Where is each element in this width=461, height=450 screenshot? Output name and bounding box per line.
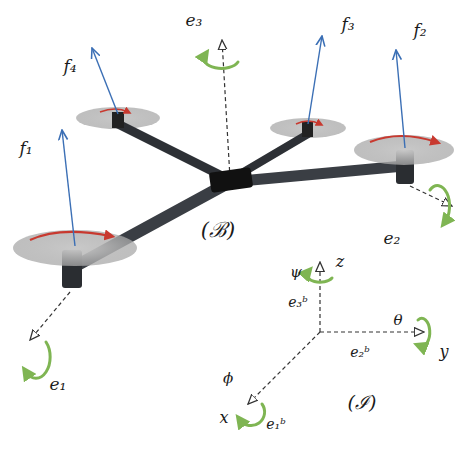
axis-label: e₃ — [186, 12, 203, 29]
axis-label: y — [439, 344, 448, 360]
angle-label: θ — [393, 313, 402, 328]
rotation-arrow — [26, 342, 50, 378]
axis-label: x — [219, 410, 228, 426]
rotation-arrow — [240, 404, 265, 426]
rotation-arrow — [307, 272, 332, 282]
axis-label: e₁ᵇ — [266, 417, 286, 431]
axis-label: e₂ᵇ — [350, 345, 370, 359]
axis-label: e₁ — [50, 376, 67, 393]
angle-label: ψ — [290, 265, 302, 280]
central-body — [209, 167, 253, 193]
thrust-vector — [308, 36, 322, 124]
thrust-vector — [92, 48, 118, 114]
e1-axis — [30, 292, 70, 340]
frame-label: (ℐ) — [348, 393, 377, 412]
motor — [112, 112, 124, 128]
rotation-arrow — [430, 186, 450, 222]
frame-label: (ℬ) — [201, 220, 235, 241]
x-axis — [248, 332, 320, 404]
motor — [302, 122, 313, 137]
rotation-arrow — [204, 55, 238, 68]
force-label: f₁ — [19, 140, 32, 157]
force-label: f₂ — [413, 22, 426, 39]
spin-arrow — [370, 136, 436, 142]
rotor-disc — [76, 107, 160, 129]
rotor-disc — [13, 230, 137, 266]
arm — [118, 124, 230, 180]
force-label: f₃ — [341, 16, 354, 33]
axis-label: e₃ᵇ — [288, 295, 308, 309]
thrust-vector — [62, 130, 75, 246]
thrust-vector — [396, 50, 405, 148]
e3-axis — [222, 40, 230, 178]
rotation-arrow — [418, 318, 430, 346]
angle-label: ϕ — [223, 371, 233, 386]
spin-arrow — [100, 109, 128, 112]
arm — [230, 166, 404, 182]
axis-label: e₂ — [384, 230, 401, 247]
spin-arrow — [30, 232, 110, 240]
y-axis — [320, 331, 424, 332]
z-axis — [319, 262, 320, 332]
force-label: f₄ — [63, 58, 76, 75]
axis-label: z — [336, 254, 344, 270]
